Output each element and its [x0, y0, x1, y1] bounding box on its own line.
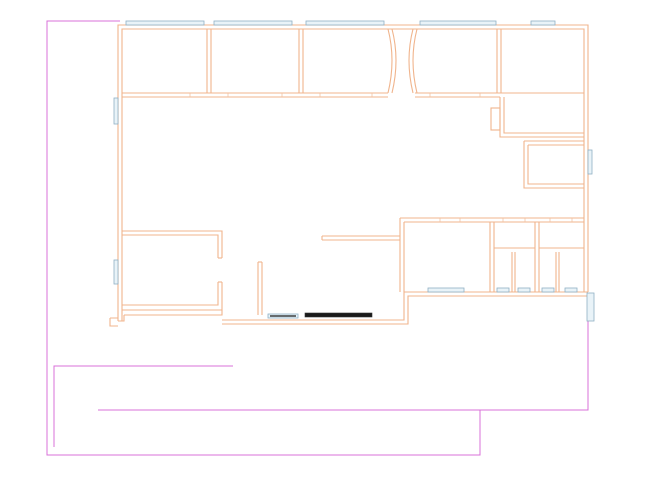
entrance-fixtures	[267, 312, 373, 319]
window	[541, 287, 555, 293]
window	[564, 287, 578, 293]
window	[427, 287, 465, 293]
window	[419, 20, 497, 26]
window	[213, 20, 293, 26]
window	[125, 20, 205, 26]
site-boundary	[46, 20, 589, 456]
right-rooms	[490, 97, 584, 189]
top-rooms	[122, 28, 584, 98]
window	[113, 97, 119, 125]
window	[586, 292, 595, 322]
window	[587, 149, 593, 175]
bottom-right-rooms	[399, 217, 584, 292]
exterior-walls	[109, 24, 589, 327]
window	[530, 20, 556, 26]
window	[113, 259, 119, 285]
central-partition	[321, 235, 400, 241]
bottom-left-room	[122, 230, 263, 315]
entrance-grille	[304, 312, 373, 318]
window	[517, 287, 531, 293]
window	[305, 20, 385, 26]
windows	[113, 20, 595, 322]
window	[496, 287, 510, 293]
